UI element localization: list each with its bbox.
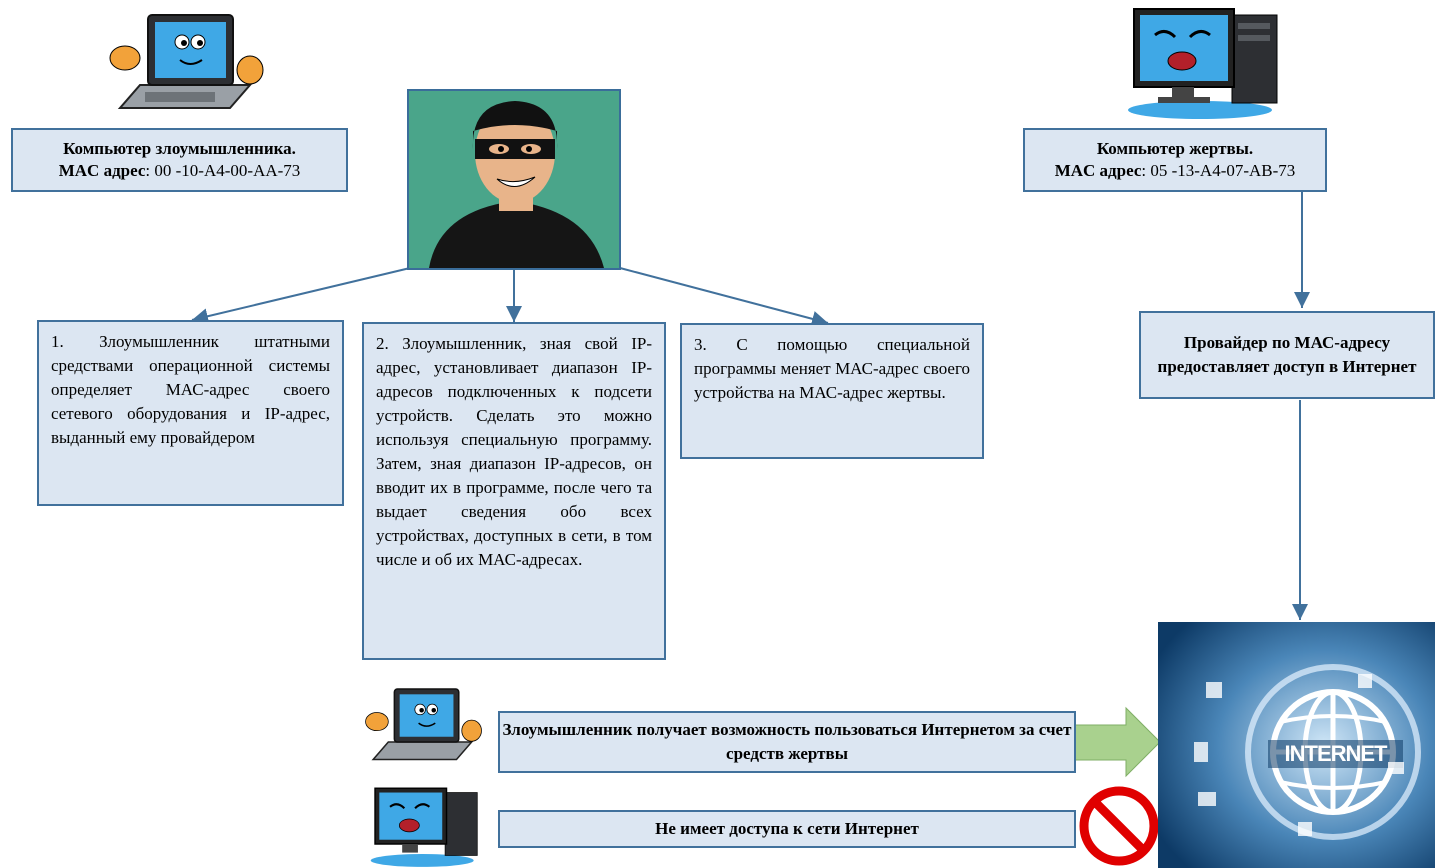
step-1-text: 1. Злоумышленник штатными средствами опе… bbox=[51, 332, 330, 447]
victim-computer-small-icon bbox=[370, 787, 478, 867]
victim-computer-box: Компьютер жертвы. MAC адрес: 05 -13-A4-0… bbox=[1023, 128, 1327, 192]
attacker-result-box: Злоумышленник получает возможность польз… bbox=[498, 711, 1076, 773]
step-2-text: 2. Злоумышленник, зная свой IP-адрес, ус… bbox=[376, 334, 652, 569]
forbidden-icon bbox=[1079, 786, 1159, 866]
victim-result-box: Не имеет доступа к сети Интернет bbox=[498, 810, 1076, 848]
arrow-to-step3 bbox=[619, 267, 829, 327]
attacker-computer-title: Компьютер злоумышленника. bbox=[63, 139, 296, 158]
attacker-laptop-icon bbox=[109, 14, 264, 109]
step-1-box: 1. Злоумышленник штатными средствами опе… bbox=[37, 320, 344, 506]
victim-computer-icon bbox=[1128, 8, 1278, 119]
hacker-image bbox=[407, 89, 621, 270]
step-3-box: 3. С помощью специальной программы меняе… bbox=[680, 323, 984, 459]
attacker-computer-box: Компьютер злоумышленника. MAC адрес: 00 … bbox=[11, 128, 348, 192]
attacker-mac-label: MAC адрес bbox=[58, 161, 146, 180]
green-arrow bbox=[1074, 706, 1161, 778]
provider-box: Провайдер по МАС-адресу предоставляет до… bbox=[1139, 311, 1435, 399]
victim-result-text: Не имеет доступа к сети Интернет bbox=[655, 819, 919, 838]
attacker-result-text: Злоумышленник получает возможность польз… bbox=[502, 720, 1072, 763]
internet-label: INTERNET bbox=[1284, 741, 1388, 766]
step-2-box: 2. Злоумышленник, зная свой IP-адрес, ус… bbox=[362, 322, 666, 660]
victim-computer-title: Компьютер жертвы. bbox=[1096, 139, 1254, 158]
attacker-mac-value: : 00 -10-A4-00-AA-73 bbox=[145, 161, 301, 180]
arrow-to-step1 bbox=[191, 267, 411, 325]
provider-text: Провайдер по МАС-адресу предоставляет до… bbox=[1157, 333, 1417, 376]
step-3-text: 3. С помощью специальной программы меняе… bbox=[694, 335, 970, 402]
internet-image: INTERNET bbox=[1158, 622, 1435, 868]
victim-mac-value: : 05 -13-A4-07-AB-73 bbox=[1141, 161, 1296, 180]
attacker-laptop-small-icon bbox=[365, 688, 482, 761]
victim-mac-label: MAC адрес bbox=[1054, 161, 1142, 180]
